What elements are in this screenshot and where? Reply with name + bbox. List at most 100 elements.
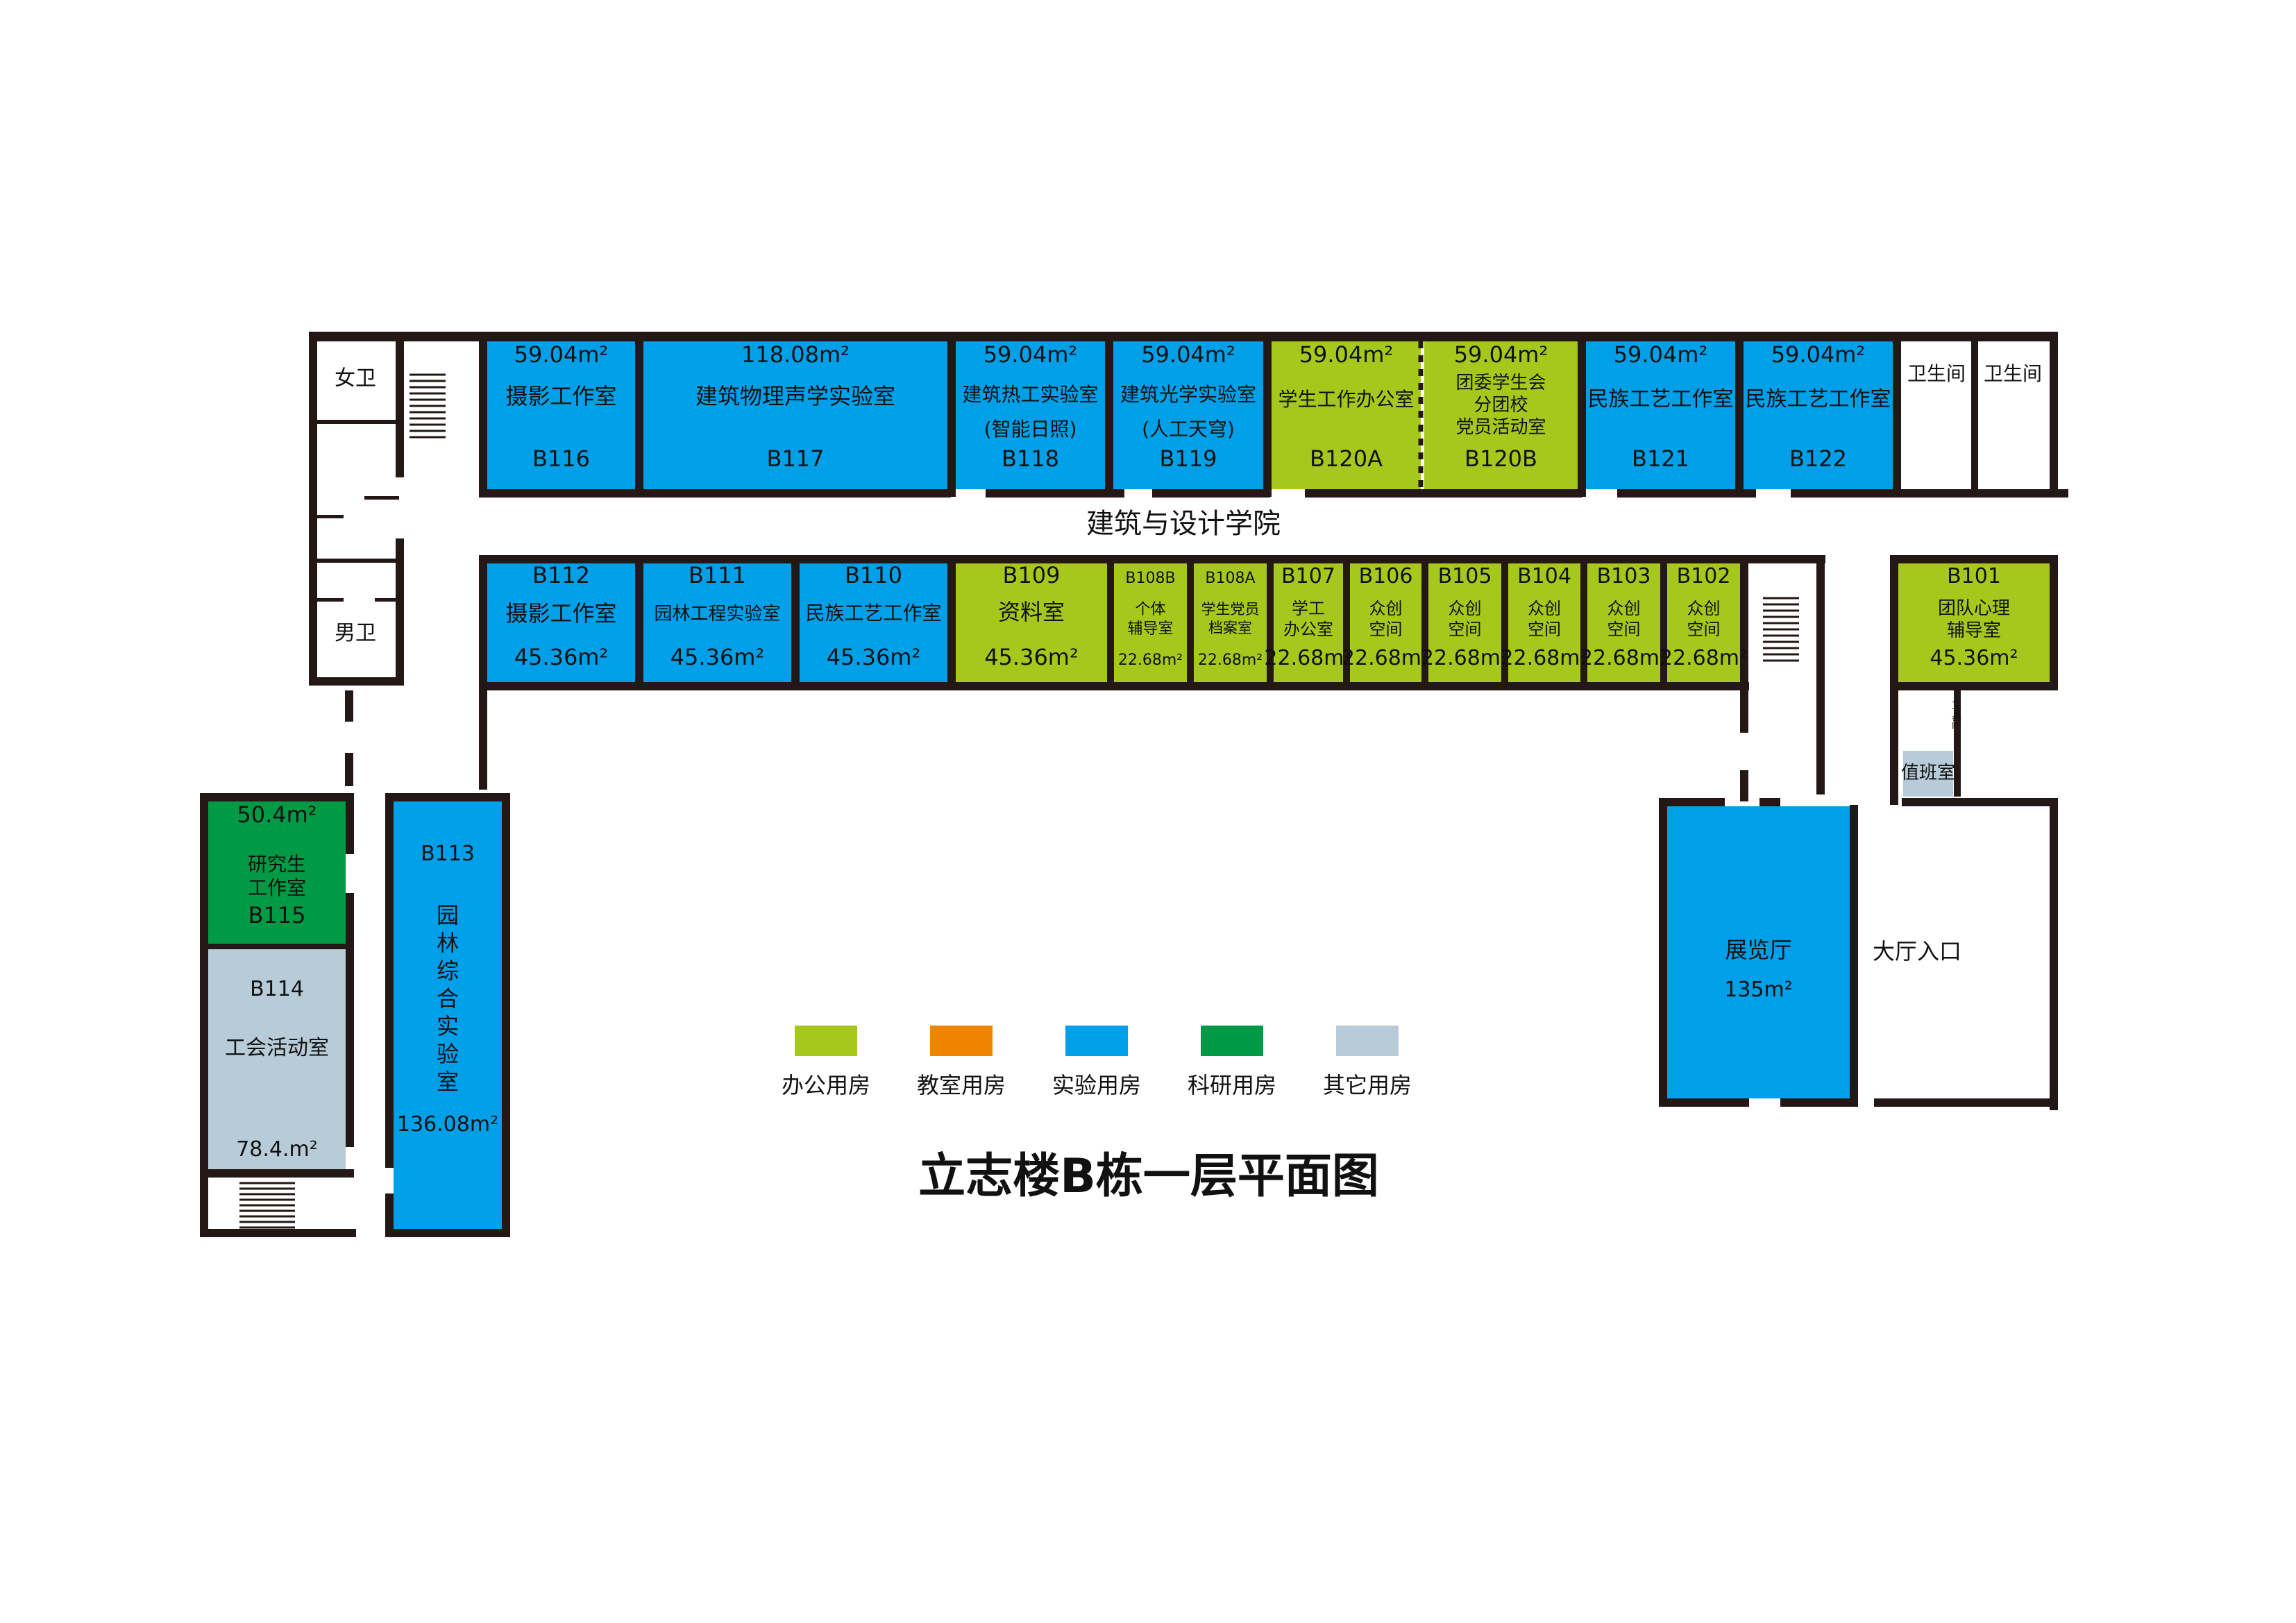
b113-name-char: 合	[437, 985, 459, 1012]
b114-id: B114	[250, 977, 304, 1001]
b113-name-char: 验	[437, 1041, 459, 1067]
b101-name-line: 团队心理	[1938, 598, 2010, 619]
b108b-id: B108B	[1125, 570, 1175, 587]
b103-name-line: 众创	[1607, 599, 1641, 618]
b114-area: 78.4.m²	[236, 1137, 318, 1162]
b101-id: B101	[1947, 564, 2001, 588]
b120b-area: 59.04m²	[1454, 341, 1548, 368]
b110-id: B110	[845, 562, 902, 588]
b105-name-line: 众创	[1449, 599, 1482, 618]
b107-name-line: 学工	[1292, 599, 1325, 618]
b118-name-line: (智能日照)	[984, 418, 1077, 441]
legend-swatch-lab	[1065, 1026, 1128, 1056]
legend-label-research: 科研用房	[1188, 1072, 1276, 1098]
room-b120a[interactable]	[1272, 341, 1421, 489]
legend-label-lab: 实验用房	[1052, 1072, 1141, 1098]
b116-id: B116	[532, 445, 590, 472]
b116-name: 摄影工作室	[505, 383, 616, 409]
b111-name: 园林工程实验室	[654, 604, 780, 624]
room-b110[interactable]	[800, 563, 947, 682]
room-b103[interactable]	[1587, 563, 1660, 682]
b115-name-line: 研究生	[248, 853, 306, 876]
room-b106[interactable]	[1350, 563, 1421, 682]
b104-name-line: 众创	[1528, 599, 1561, 618]
male-wc-label: 男卫	[335, 621, 376, 645]
b113-name-char: 林	[437, 930, 459, 956]
b106-name-line: 众创	[1369, 599, 1403, 618]
b111-id: B111	[689, 562, 746, 588]
room-unnamed-25[interactable]	[1903, 751, 1953, 797]
room-b117[interactable]	[643, 341, 947, 489]
b103-name-line: 空间	[1607, 620, 1641, 639]
room-b105[interactable]	[1428, 563, 1501, 682]
b105-name-line: 空间	[1449, 620, 1482, 639]
b104-name-line: 空间	[1528, 620, 1561, 639]
room-b108a[interactable]	[1194, 563, 1267, 682]
room-b102[interactable]	[1667, 563, 1740, 682]
b108a-area: 22.68m²	[1198, 652, 1263, 669]
b115-area: 50.4m²	[237, 801, 316, 828]
b102-name-line: 空间	[1687, 620, 1721, 639]
b102-id: B102	[1677, 564, 1731, 588]
b106-area: 22.68m²	[1342, 646, 1430, 670]
b107-name-line: 办公室	[1283, 620, 1333, 639]
room-b111[interactable]	[643, 563, 791, 682]
b120a-name: 学生工作办公室	[1278, 388, 1414, 411]
room-b115[interactable]	[208, 801, 346, 944]
legend-swatch-classroom	[930, 1026, 993, 1056]
room-b108b[interactable]	[1114, 563, 1187, 682]
legend-label-other: 其它用房	[1323, 1072, 1412, 1098]
b119-area: 59.04m²	[1141, 341, 1235, 368]
b117-name: 建筑物理声学实验室	[695, 383, 895, 409]
b113-id: B113	[421, 842, 475, 866]
b101-name-line: 辅导室	[1947, 620, 2001, 641]
b122-id: B122	[1789, 445, 1847, 472]
room-b118[interactable]	[956, 341, 1105, 489]
b113-name-char: 综	[437, 958, 459, 984]
legend-swatch-other	[1336, 1026, 1399, 1056]
b117-area: 118.08m²	[741, 341, 850, 368]
room-b119[interactable]	[1113, 341, 1263, 489]
room-b116[interactable]	[487, 341, 635, 489]
room-b114[interactable]	[208, 949, 346, 1169]
room-b120b[interactable]	[1424, 341, 1578, 489]
room-b122[interactable]	[1744, 341, 1893, 489]
room-b113[interactable]	[394, 801, 502, 1229]
room-b109[interactable]	[956, 563, 1107, 682]
b120a-area: 59.04m²	[1299, 341, 1394, 368]
b120a-id: B120A	[1310, 445, 1383, 472]
b109-id: B109	[1002, 562, 1060, 588]
legend-label-classroom: 教室用房	[917, 1072, 1006, 1098]
b115-name-line: 工作室	[248, 876, 306, 899]
b113-name-char: 室	[437, 1069, 459, 1095]
restroom-label-1: 卫生间	[1907, 362, 1966, 385]
female-wc-label: 女卫	[335, 366, 376, 391]
b103-id: B103	[1597, 564, 1651, 588]
b120b-name-line: 分团校	[1474, 395, 1528, 416]
b113-name-char: 实	[437, 1013, 459, 1039]
b102-name-line: 众创	[1687, 599, 1721, 618]
b108a-name-line: 学生党员	[1201, 601, 1260, 618]
room-b107[interactable]	[1274, 563, 1343, 682]
b109-name: 资料室	[998, 599, 1065, 625]
b119-name-line: 建筑光学实验室	[1120, 383, 1256, 406]
b107-id: B107	[1281, 564, 1335, 588]
room-b104[interactable]	[1508, 563, 1580, 682]
room-b121[interactable]	[1586, 341, 1735, 489]
b105-area: 22.68m²	[1421, 646, 1509, 670]
room-b112[interactable]	[487, 563, 635, 682]
b113-area: 136.08m²	[397, 1112, 498, 1137]
b109-area: 45.36m²	[984, 644, 1079, 670]
room-unnamed-24[interactable]	[1667, 806, 1850, 1098]
b108b-name-line: 个体	[1135, 601, 1165, 618]
room-b101[interactable]	[1898, 563, 2050, 682]
room-24-area: 135m²	[1724, 978, 1793, 1002]
b119-name-line: (人工天穹)	[1142, 418, 1235, 441]
b113-name-char: 园	[437, 902, 459, 928]
b120b-id: B120B	[1464, 445, 1537, 472]
b112-name: 摄影工作室	[505, 600, 616, 627]
b106-name-line: 空间	[1369, 620, 1403, 639]
college-label: 建筑与设计学院	[1086, 508, 1281, 540]
b112-area: 45.36m²	[514, 644, 609, 670]
